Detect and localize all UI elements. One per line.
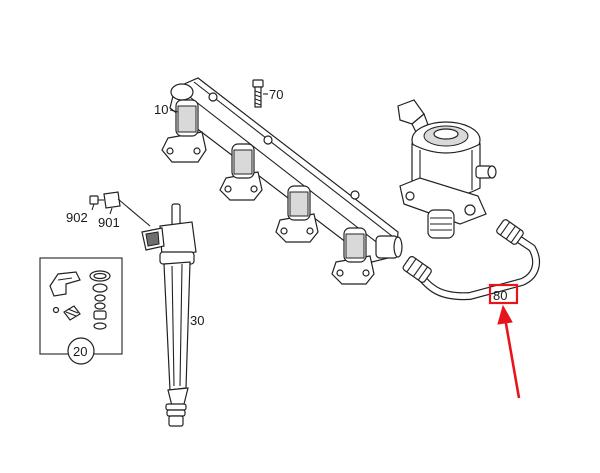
high-pressure-pipe (402, 219, 541, 301)
bolt (252, 79, 268, 108)
fuel-rail (161, 77, 403, 285)
callout-10: 10 (154, 102, 168, 117)
injector (141, 203, 197, 427)
callout-901: 901 (98, 215, 120, 230)
callout-20: 20 (73, 344, 87, 359)
rail-cup-3 (275, 185, 319, 243)
rail-cup-1 (161, 99, 207, 163)
rail-cup-4 (331, 227, 375, 285)
callout-80: 80 (493, 288, 507, 303)
callout-902: 902 (66, 210, 88, 225)
high-pressure-pump (397, 99, 497, 239)
callout-30: 30 (190, 313, 204, 328)
callout-80-highlight (488, 283, 519, 305)
callout-70: 70 (269, 87, 283, 102)
connector-parts (89, 191, 151, 227)
rail-cup-2 (219, 143, 263, 201)
seal-kit-box (39, 257, 123, 365)
highlight-arrow (497, 304, 521, 399)
